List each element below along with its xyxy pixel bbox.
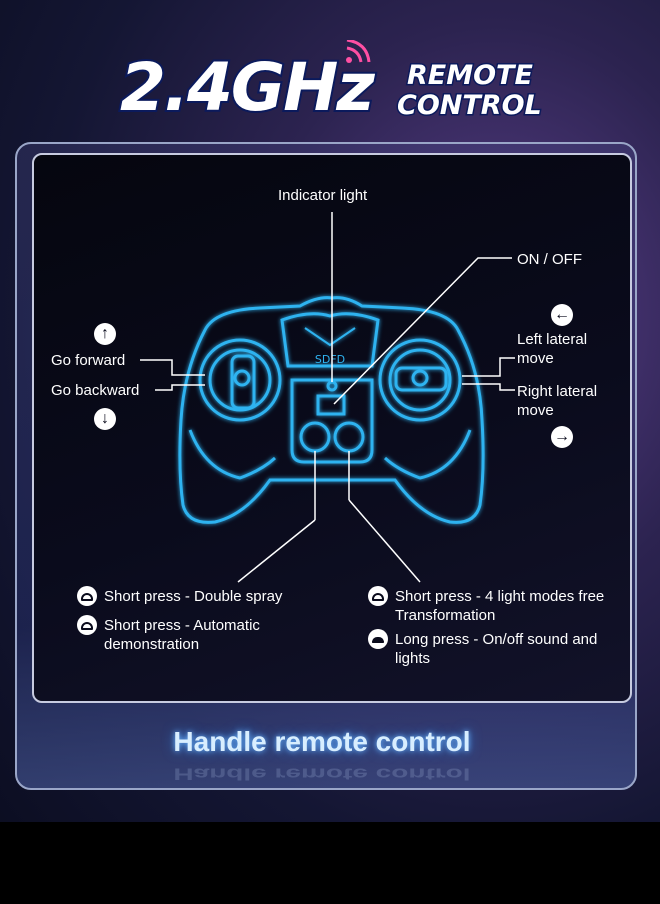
legend-right-item-2: Long press - On/off sound and lights bbox=[395, 631, 598, 667]
legend-left-item-2: Short press - Automatic demonstration bbox=[104, 617, 260, 653]
go-backward-line bbox=[155, 384, 205, 391]
arrow-up-icon: ↑ bbox=[94, 323, 116, 345]
short-press-icon bbox=[77, 615, 97, 635]
footer-title-reflection: Handle remote control bbox=[173, 765, 471, 784]
go-forward-label: Go forward bbox=[51, 352, 126, 369]
on-off-line bbox=[333, 257, 512, 405]
left-lateral-label: Left lateral move bbox=[517, 331, 588, 367]
go-backward-label: Go backward bbox=[51, 382, 140, 399]
title-logo: 2.4GHz REMOTE CONTROL bbox=[118, 40, 543, 128]
on-off-label: ON / OFF bbox=[517, 251, 582, 268]
title-sub-line1: REMOTE bbox=[407, 60, 533, 91]
signal-waves-icon bbox=[346, 40, 371, 63]
go-forward-line bbox=[140, 359, 205, 376]
right-lateral-line bbox=[462, 383, 515, 391]
right-legend-line bbox=[348, 499, 421, 583]
callout-lines bbox=[140, 212, 515, 583]
short-press-icon bbox=[368, 586, 388, 606]
legend-left-item-1: Short press - Double spray bbox=[104, 588, 283, 605]
title-main: 2.4GHz bbox=[120, 49, 375, 126]
left-lateral-line bbox=[462, 357, 515, 377]
title-sub-line2: CONTROL bbox=[397, 90, 542, 121]
arrow-down-icon: ↓ bbox=[94, 408, 116, 430]
arrow-left-icon: ← bbox=[551, 304, 573, 326]
footer-title: Handle remote control bbox=[173, 726, 471, 757]
controller-brand: SDFD bbox=[315, 353, 345, 366]
indicator-light-label: Indicator light bbox=[278, 187, 368, 204]
right-lateral-label: Right lateral move bbox=[517, 383, 598, 419]
arrow-right-icon: → bbox=[551, 426, 573, 448]
short-press-icon bbox=[77, 586, 97, 606]
left-legend-line bbox=[237, 519, 316, 583]
long-press-icon bbox=[368, 629, 388, 649]
legend-right-item-1: Short press - 4 light modes free Transfo… bbox=[395, 588, 605, 624]
bottom-black-bar bbox=[0, 822, 660, 904]
